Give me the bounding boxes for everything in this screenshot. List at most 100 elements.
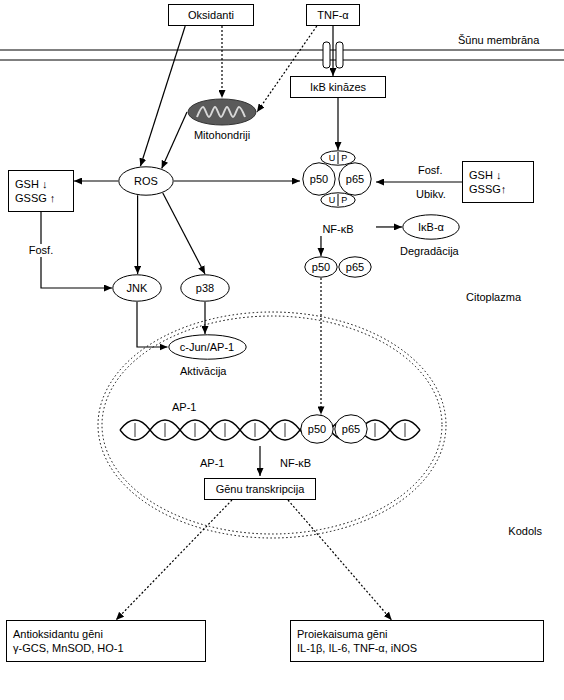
- factor-label: NF-κB: [280, 456, 311, 470]
- node-text: GSH ↓: [15, 177, 47, 191]
- nucleus-outline: [102, 316, 442, 534]
- mitochondrion-body: [188, 99, 256, 125]
- nucleus-outline: [98, 312, 446, 538]
- gene-group-box: Antioksidantu gēniγ-GCS, MnSOD, HO-1: [6, 620, 206, 662]
- node-text: p65: [346, 260, 364, 274]
- oval-outline: [321, 151, 355, 165]
- pathway-arrow: [257, 26, 317, 112]
- ikb-tag-oval: UP: [320, 192, 356, 208]
- oval-outline: [305, 257, 337, 277]
- pathway-arrow: [137, 302, 168, 347]
- factor-oval: c-Jun/AP-1: [168, 334, 247, 360]
- membrane-label: Šūnu membrāna: [458, 33, 539, 47]
- node-text: Oksidanti: [188, 8, 234, 22]
- node-text: P: [338, 151, 350, 165]
- divider-line: [338, 152, 339, 164]
- stimulus-box: TNF-α: [306, 4, 360, 26]
- receptor-symbol: [336, 42, 343, 68]
- pathway-arrow: [163, 193, 205, 274]
- nfkb-complex: NF-κBUPp50p65UP: [300, 150, 376, 236]
- oval-outline: [168, 335, 245, 359]
- mitochondrion-figure: Mitohondriji: [187, 98, 257, 142]
- pathway-arrow: [376, 181, 462, 182]
- factor-label: AP-1: [200, 456, 224, 470]
- pathway-arrow: [140, 26, 185, 166]
- dna-strand: [120, 420, 420, 440]
- node-text: γ-GCS, MnSOD, HO-1: [13, 641, 124, 655]
- protein-circle: p65: [334, 414, 368, 444]
- receptor-symbol: [323, 42, 330, 68]
- oval-outline: [321, 193, 355, 207]
- node-text: NF-κB: [322, 222, 353, 236]
- pathway-arrow: [332, 26, 333, 76]
- protein-circle: p50: [302, 162, 336, 196]
- edge-label: Fosf.: [27, 244, 55, 257]
- node-text: Gēnu transkripcija: [216, 482, 305, 496]
- mitochondrion-cristae: [197, 107, 245, 117]
- protein-oval: p65: [338, 256, 372, 278]
- membrane-line: [0, 60, 564, 61]
- compartment-label: Citoplazma: [466, 290, 521, 304]
- transcription-arrow: [259, 446, 260, 476]
- oval-outline: [339, 163, 371, 195]
- node-text: p50: [308, 422, 326, 436]
- node-text: p65: [346, 172, 364, 186]
- node-text: IκB-α: [418, 220, 444, 234]
- node-text: p50: [312, 260, 330, 274]
- oval-outline: [113, 275, 161, 301]
- node-text: Antioksidantu gēni: [13, 627, 103, 641]
- oval-outline: [320, 192, 356, 208]
- enzyme-box: IκB kināzes: [290, 76, 386, 98]
- kinase-oval: JNK: [112, 274, 162, 302]
- process-note: Aktivācija: [180, 364, 226, 378]
- node-text: p50: [310, 172, 328, 186]
- divider-line: [338, 194, 339, 206]
- pathway-arrow: [320, 236, 321, 256]
- nucleus-region: Kodols c-Jun/AP-1 p50 p65Gēnu transkripcija: [96, 310, 556, 542]
- node-text: Proiekaisuma gēni: [297, 627, 388, 641]
- protein-circle: p65: [338, 162, 372, 196]
- protein-oval: p50: [304, 256, 338, 278]
- process-note: Fosf.: [418, 163, 442, 177]
- pathway-arrow: [204, 302, 205, 334]
- node-text: p65: [342, 422, 360, 436]
- oval-outline: [335, 415, 367, 443]
- dna-strand: [120, 420, 420, 440]
- node-text: GSSG ↑: [15, 191, 55, 205]
- stimulus-box: Oksidanti: [168, 4, 254, 26]
- node-text: GSH ↓: [469, 168, 501, 182]
- node-text: Mitohondriji: [194, 128, 250, 142]
- node-text: ROS: [134, 174, 158, 188]
- node-text: P: [338, 193, 350, 207]
- process-note: Ubikv.: [416, 187, 446, 201]
- oval-outline: [301, 415, 333, 443]
- pathway-arrow: [376, 226, 402, 227]
- inhibitor-oval: IκB-α: [402, 214, 460, 240]
- pathway-arrow: [74, 180, 118, 181]
- pathway-arrow: [162, 112, 187, 169]
- process-box: Gēnu transkripcija: [204, 478, 316, 500]
- ros-oval: ROS: [118, 166, 174, 196]
- node-text: TNF-α: [317, 8, 348, 22]
- oval-outline: [119, 167, 173, 195]
- pathway-arrow: [174, 180, 300, 181]
- oval-outline: [339, 257, 371, 277]
- node-text: JNK: [127, 281, 148, 295]
- gene-group-box: Proiekaisuma gēniIL-1β, IL-6, TNF-α, iNO…: [290, 620, 544, 662]
- pathway-arrow: [320, 278, 321, 414]
- glutathione-box: GSH ↓GSSG ↑: [8, 170, 74, 212]
- process-note: Degradācija: [400, 244, 459, 258]
- node-text: Kodols: [508, 524, 542, 538]
- node-text: GSSG↑: [469, 182, 506, 196]
- oval-outline: [303, 163, 335, 195]
- pathway-arrow: [337, 98, 338, 150]
- node-text: IL-1β, IL-6, TNF-α, iNOS: [297, 641, 417, 655]
- pathway-arrow: [221, 26, 222, 98]
- node-text: p38: [196, 281, 214, 295]
- node-text: IκB kināzes: [310, 80, 366, 94]
- factor-label: AP-1: [172, 400, 196, 414]
- oval-outline: [181, 275, 229, 301]
